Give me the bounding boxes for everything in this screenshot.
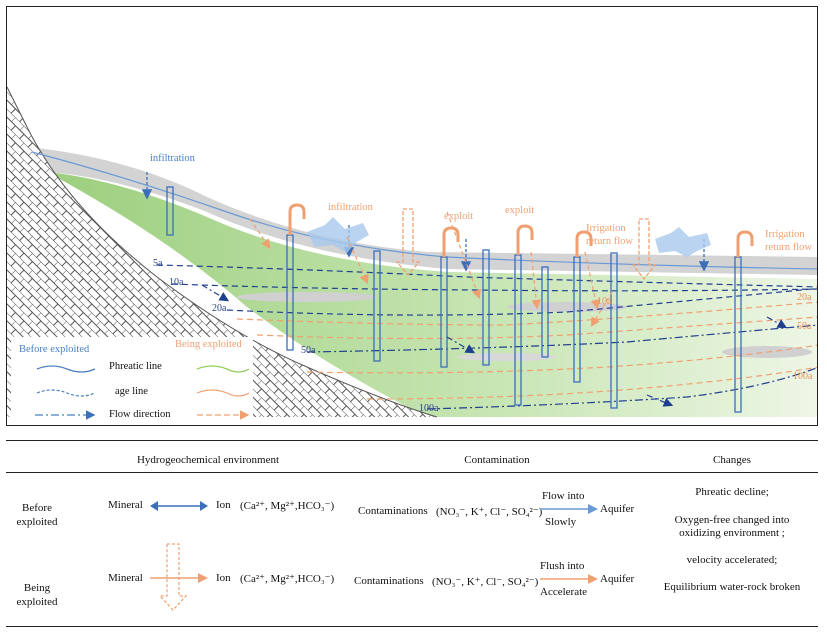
row2-contam-detail: (NO₃⁻, K⁺, Cl⁻, SO₄²⁻) <box>432 576 539 588</box>
legend-flow: Flow direction <box>109 409 171 420</box>
row2-state-1: Being <box>23 582 51 594</box>
legend-being-title: Being exploited <box>175 339 242 350</box>
exploit-label-1: exploit <box>444 211 474 222</box>
row2-accel-arrow <box>540 574 598 584</box>
age-label-5a: 5a <box>153 258 163 269</box>
age-label-orange-20a: 20a <box>797 292 812 303</box>
irrigation-label-1b: return flow <box>586 236 633 247</box>
table-rule-top <box>6 440 818 441</box>
phreatic-line <box>31 151 817 270</box>
hydrogeology-diagram: infiltration infiltration exploit exploi… <box>6 6 818 426</box>
age-label-20a: 20a <box>212 303 227 314</box>
legend-age: age line <box>115 386 148 397</box>
row2-state-2: exploited <box>16 596 58 608</box>
header-contam: Contamination <box>464 454 530 466</box>
row1-flow-arrow <box>540 504 598 514</box>
row2-ion: Ion <box>216 572 231 584</box>
legend-phreatic: Phreatic line <box>109 361 162 372</box>
exploit-hooks <box>288 203 754 257</box>
row1-state-1: Before <box>22 502 52 514</box>
row2-flow-bottom: Accelerate <box>540 586 588 598</box>
row2-flow-arrow <box>150 543 208 611</box>
row1-flow-bottom: Slowly <box>545 516 577 528</box>
header-hydro: Hydrogeochemical environment <box>136 454 280 466</box>
aquifer-zone <box>47 172 817 417</box>
change-3: oxidizing environment ; <box>679 527 785 539</box>
row1-aquifer: Aquifer <box>600 503 635 515</box>
table-rule-bottom <box>6 626 818 627</box>
change-5: Equilibrium water-rock broken <box>663 581 801 593</box>
row2-aquifer: Aquifer <box>600 573 635 585</box>
row1-ion: Ion <box>216 499 231 511</box>
row1-contam: Contaminations <box>358 505 428 517</box>
row2-mineral: Mineral <box>108 572 143 584</box>
age-label-10a: 10a <box>169 277 184 288</box>
row2-flow-top: Flush into <box>540 560 585 572</box>
change-1: Phreatic decline; <box>695 486 769 498</box>
change-2: Oxygen-free changed into <box>674 514 790 526</box>
age-label-orange-100a: 100a <box>793 371 813 382</box>
infiltration-label-2: infiltration <box>328 202 373 213</box>
table-rule-header <box>6 472 818 473</box>
row1-state-2: exploited <box>16 516 58 528</box>
irrigation-label-1a: Irrigation <box>586 223 626 234</box>
row1-mineral: Mineral <box>108 499 143 511</box>
comparison-table: Hydrogeochemical environment Contaminati… <box>0 440 827 638</box>
cross-section-svg <box>7 86 817 425</box>
bedrock <box>7 87 437 417</box>
age-label-100a: 100a <box>419 403 439 414</box>
row1-contam-detail: (NO₃⁻, K⁺, Cl⁻, SO₄²⁻) <box>436 506 543 518</box>
row2-ion-detail: (Ca²⁺, Mg²⁺,HCO₃⁻) <box>240 573 335 585</box>
age-label-50a: 50a <box>301 345 316 356</box>
row1-flow-top: Flow into <box>542 490 585 502</box>
infiltration-label-1: infiltration <box>150 153 195 164</box>
row1-bidirectional-arrow <box>150 501 208 511</box>
legend-before-title: Before exploited <box>19 344 90 355</box>
age-label-orange-50a: 50a <box>797 321 812 332</box>
row2-contam: Contaminations <box>354 575 424 587</box>
legend-box <box>11 337 253 425</box>
irrigation-label-2a: Irrigation <box>765 229 805 240</box>
change-4: velocity accelerated; <box>686 554 778 566</box>
irrigation-label-2b: return flow <box>765 242 812 253</box>
exploit-label-2: exploit <box>505 205 535 216</box>
surface-layer <box>27 147 817 275</box>
header-changes: Changes <box>713 454 751 466</box>
row1-ion-detail: (Ca²⁺, Mg²⁺,HCO₃⁻) <box>240 500 335 512</box>
age-label-orange-10a: 10a <box>597 296 612 307</box>
